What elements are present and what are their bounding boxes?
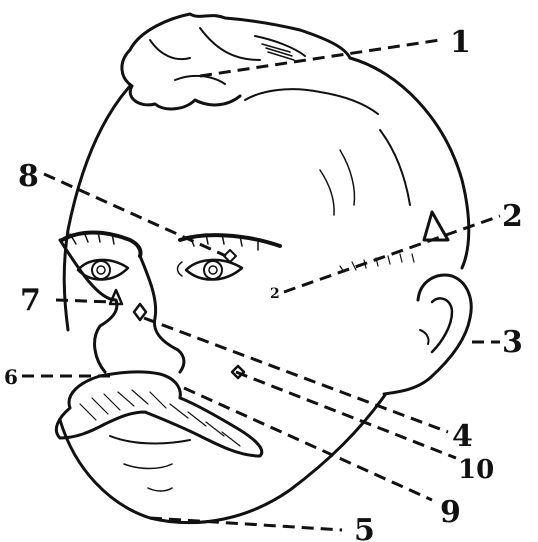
- label-9: 9: [440, 495, 461, 530]
- eyebrows: [62, 232, 280, 256]
- leader-7: [56, 300, 112, 302]
- leader-10: [236, 372, 456, 458]
- label-3: 3: [502, 325, 523, 360]
- mouth-chin: [110, 436, 190, 491]
- leader-1: [200, 40, 440, 76]
- label-5: 5: [354, 513, 375, 542]
- label-8: 8: [18, 159, 39, 194]
- leader-4: [144, 318, 448, 432]
- temple-triangle: [424, 212, 448, 240]
- leader-9: [184, 388, 432, 500]
- label-6: 6: [4, 365, 18, 389]
- inline-mark-2: 2: [270, 286, 280, 302]
- jaw-stubble: [340, 254, 414, 272]
- eyes: [78, 260, 242, 280]
- hair: [122, 14, 378, 114]
- leader-5: [150, 518, 342, 530]
- ear: [384, 275, 471, 394]
- nose: [60, 240, 184, 372]
- head-outline: [60, 58, 469, 523]
- label-7: 7: [20, 283, 41, 318]
- label-4: 4: [452, 419, 473, 454]
- label-2: 2: [502, 199, 523, 234]
- label-10: 10: [458, 455, 494, 485]
- label-1: 1: [450, 25, 471, 60]
